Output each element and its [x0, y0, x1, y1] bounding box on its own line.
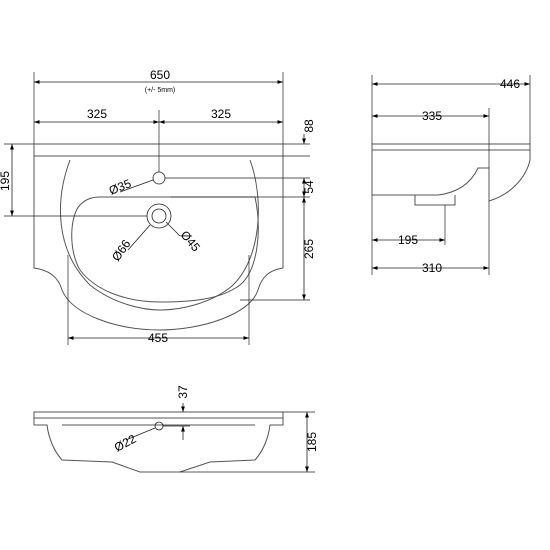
- dim-195-label: 195: [0, 171, 12, 191]
- dim-185-label: 185: [305, 432, 319, 452]
- waste-inner: [151, 208, 167, 224]
- dim-446-label: 446: [500, 77, 520, 91]
- dim-335-label: 335: [422, 109, 442, 123]
- side-view: 446 335 195 310: [371, 75, 531, 275]
- top-view-bowl-outer: [60, 159, 259, 311]
- dim-325-right-label: 325: [211, 107, 231, 121]
- dim-waste-outer-label: Ø66: [109, 237, 134, 264]
- waste-outer: [146, 203, 172, 229]
- dim-325-left-label: 325: [87, 107, 107, 121]
- dim-310-label: 310: [422, 261, 442, 275]
- dim-88-label: 88: [302, 119, 316, 133]
- front-view-outline: [33, 411, 284, 473]
- overflow-hole: [154, 421, 164, 431]
- dim-650-label: 650: [150, 68, 170, 82]
- side-view-outline: [371, 143, 531, 202]
- front-view: Ø22 37 185: [33, 385, 319, 473]
- dim-overflow-label: Ø22: [112, 431, 139, 454]
- dim-455-label: 455: [148, 331, 168, 345]
- dim-195-side-label: 195: [398, 233, 418, 247]
- top-view: 650 (+/- 5mm) 325 325 88 195 Ø35 54 Ø66 …: [0, 68, 316, 345]
- dim-650-tolerance: (+/- 5mm): [145, 87, 176, 94]
- dim-tap-hole-label: Ø35: [107, 176, 134, 198]
- dim-54-label: 54: [302, 180, 316, 194]
- tap-hole: [152, 171, 166, 185]
- dim-37-label: 37: [176, 385, 190, 399]
- dim-265-label: 265: [302, 239, 316, 259]
- top-view-basin-outline: [33, 143, 284, 331]
- dim-waste-inner-label: Ø45: [178, 228, 204, 255]
- top-view-bowl-inner: [71, 196, 259, 303]
- side-view-waste: [414, 195, 456, 206]
